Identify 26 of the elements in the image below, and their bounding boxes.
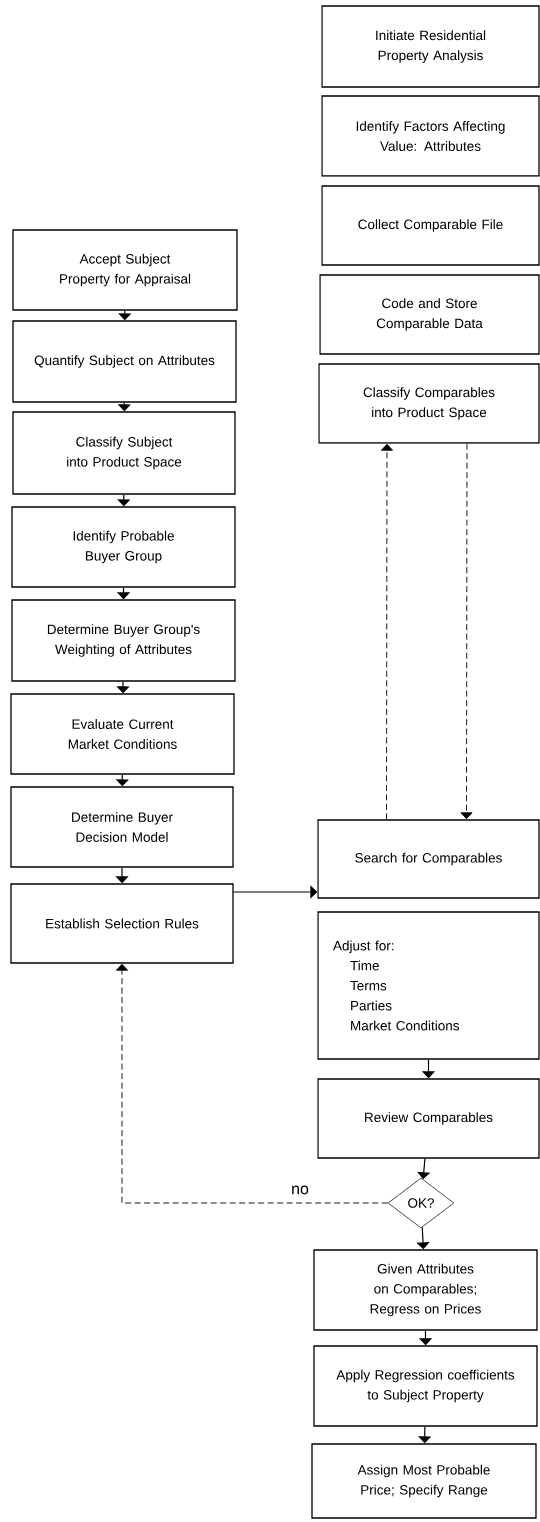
process-box: Collect Comparable File — [321, 185, 540, 266]
process-box: Quantify Subject on Attributes — [12, 320, 237, 403]
process-box: Accept Subject Property for Appraisal — [12, 229, 238, 311]
process-box: Establish Selection Rules — [10, 883, 234, 964]
process-box: Given Attributes on Comparables; Regress on Prices — [313, 1249, 538, 1331]
process-box: Classify Comparables into Product Space — [318, 363, 540, 444]
process-box: Assign Most Probable Price; Specify Range — [311, 1443, 537, 1519]
arrow — [118, 310, 132, 321]
process-box: Identify Probable Buyer Group — [11, 506, 236, 588]
process-box: Classify Subject into Product Space — [12, 411, 236, 495]
process-box: Evaluate Current Market Conditions — [10, 693, 235, 775]
process-box: Initiate Residential Property Analysis — [321, 5, 540, 88]
arrow — [418, 1426, 432, 1444]
process-box: Review Comparables — [317, 1078, 540, 1159]
process-box: Code and Store Comparable Data — [319, 274, 540, 355]
process-box: Identify Factors Affecting Value: Attributes — [321, 95, 540, 177]
arrow — [116, 963, 389, 1204]
arrow — [381, 443, 393, 820]
process-box: Apply Regression coefficients to Subject Property — [313, 1345, 538, 1427]
process-box: Determine Buyer Decision Model — [10, 786, 234, 868]
arrow — [460, 443, 473, 820]
edge-label: no — [290, 1184, 310, 1196]
process-box: Search for Comparables — [317, 819, 540, 899]
process-box: Adjust for: Time Terms Parties Market Conditions — [317, 911, 540, 1060]
process-box: Determine Buyer Group's Weighting of Attributes — [11, 599, 236, 682]
arrow — [117, 494, 131, 507]
